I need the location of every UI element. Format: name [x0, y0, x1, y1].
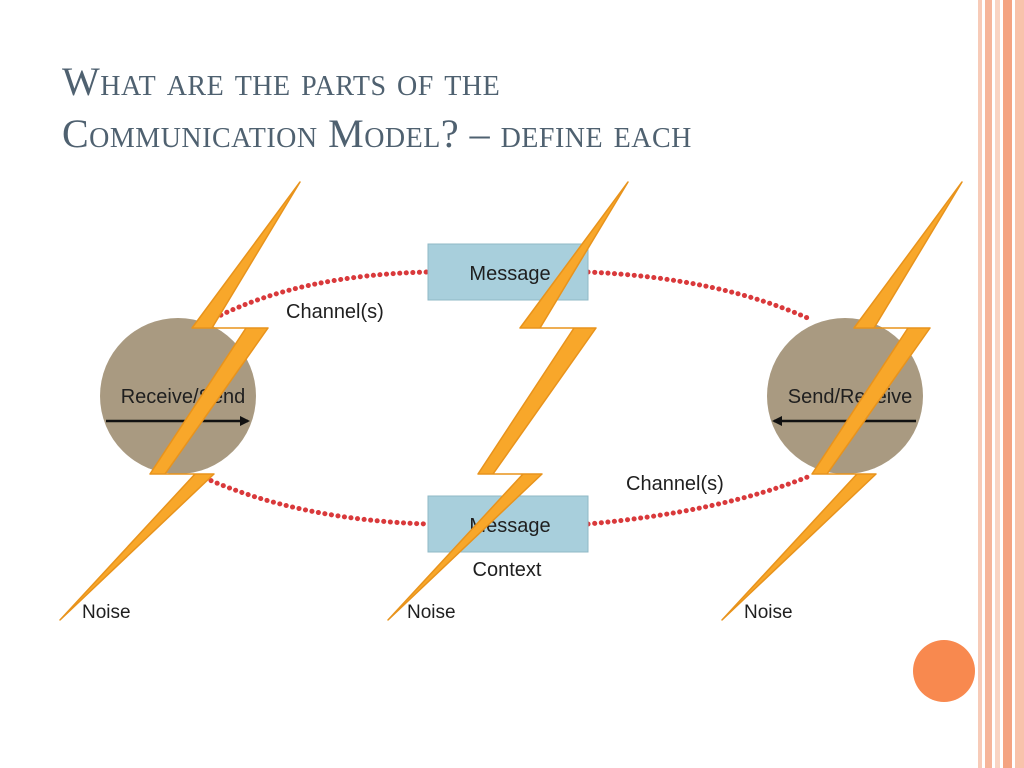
noise-label-left: Noise	[82, 602, 131, 623]
border-stripe	[1003, 0, 1012, 768]
title-line-2: Communication Model? – define each	[62, 111, 692, 156]
channel-top-label: Channel(s)	[286, 301, 384, 323]
accent-circle	[913, 640, 975, 702]
right-participant-label: Send/Receive	[788, 386, 913, 408]
border-stripe	[985, 0, 992, 768]
slide-title: What are the parts of the Communication …	[62, 56, 922, 160]
context-label: Context	[473, 559, 542, 581]
channel-path-top	[212, 269, 815, 323]
lightning-bolt-icon-right	[721, 181, 963, 621]
channel-path-bottom	[202, 473, 813, 527]
left-participant-label: Receive/Send	[121, 386, 246, 408]
channel-bottom-label: Channel(s)	[626, 473, 724, 495]
lightning-bolt-icon-center	[387, 181, 629, 621]
left-participant-circle	[100, 318, 256, 474]
noise-label-center: Noise	[407, 602, 456, 623]
title-line-1: What are the parts of the	[62, 59, 501, 104]
right-participant-circle	[767, 318, 923, 474]
border-stripe	[1015, 0, 1024, 768]
border-stripe	[995, 0, 1000, 768]
border-stripe	[978, 0, 982, 768]
noise-label-right: Noise	[744, 602, 793, 623]
lightning-bolt-icon-left	[59, 181, 301, 621]
message-top-label: Message	[469, 263, 550, 285]
